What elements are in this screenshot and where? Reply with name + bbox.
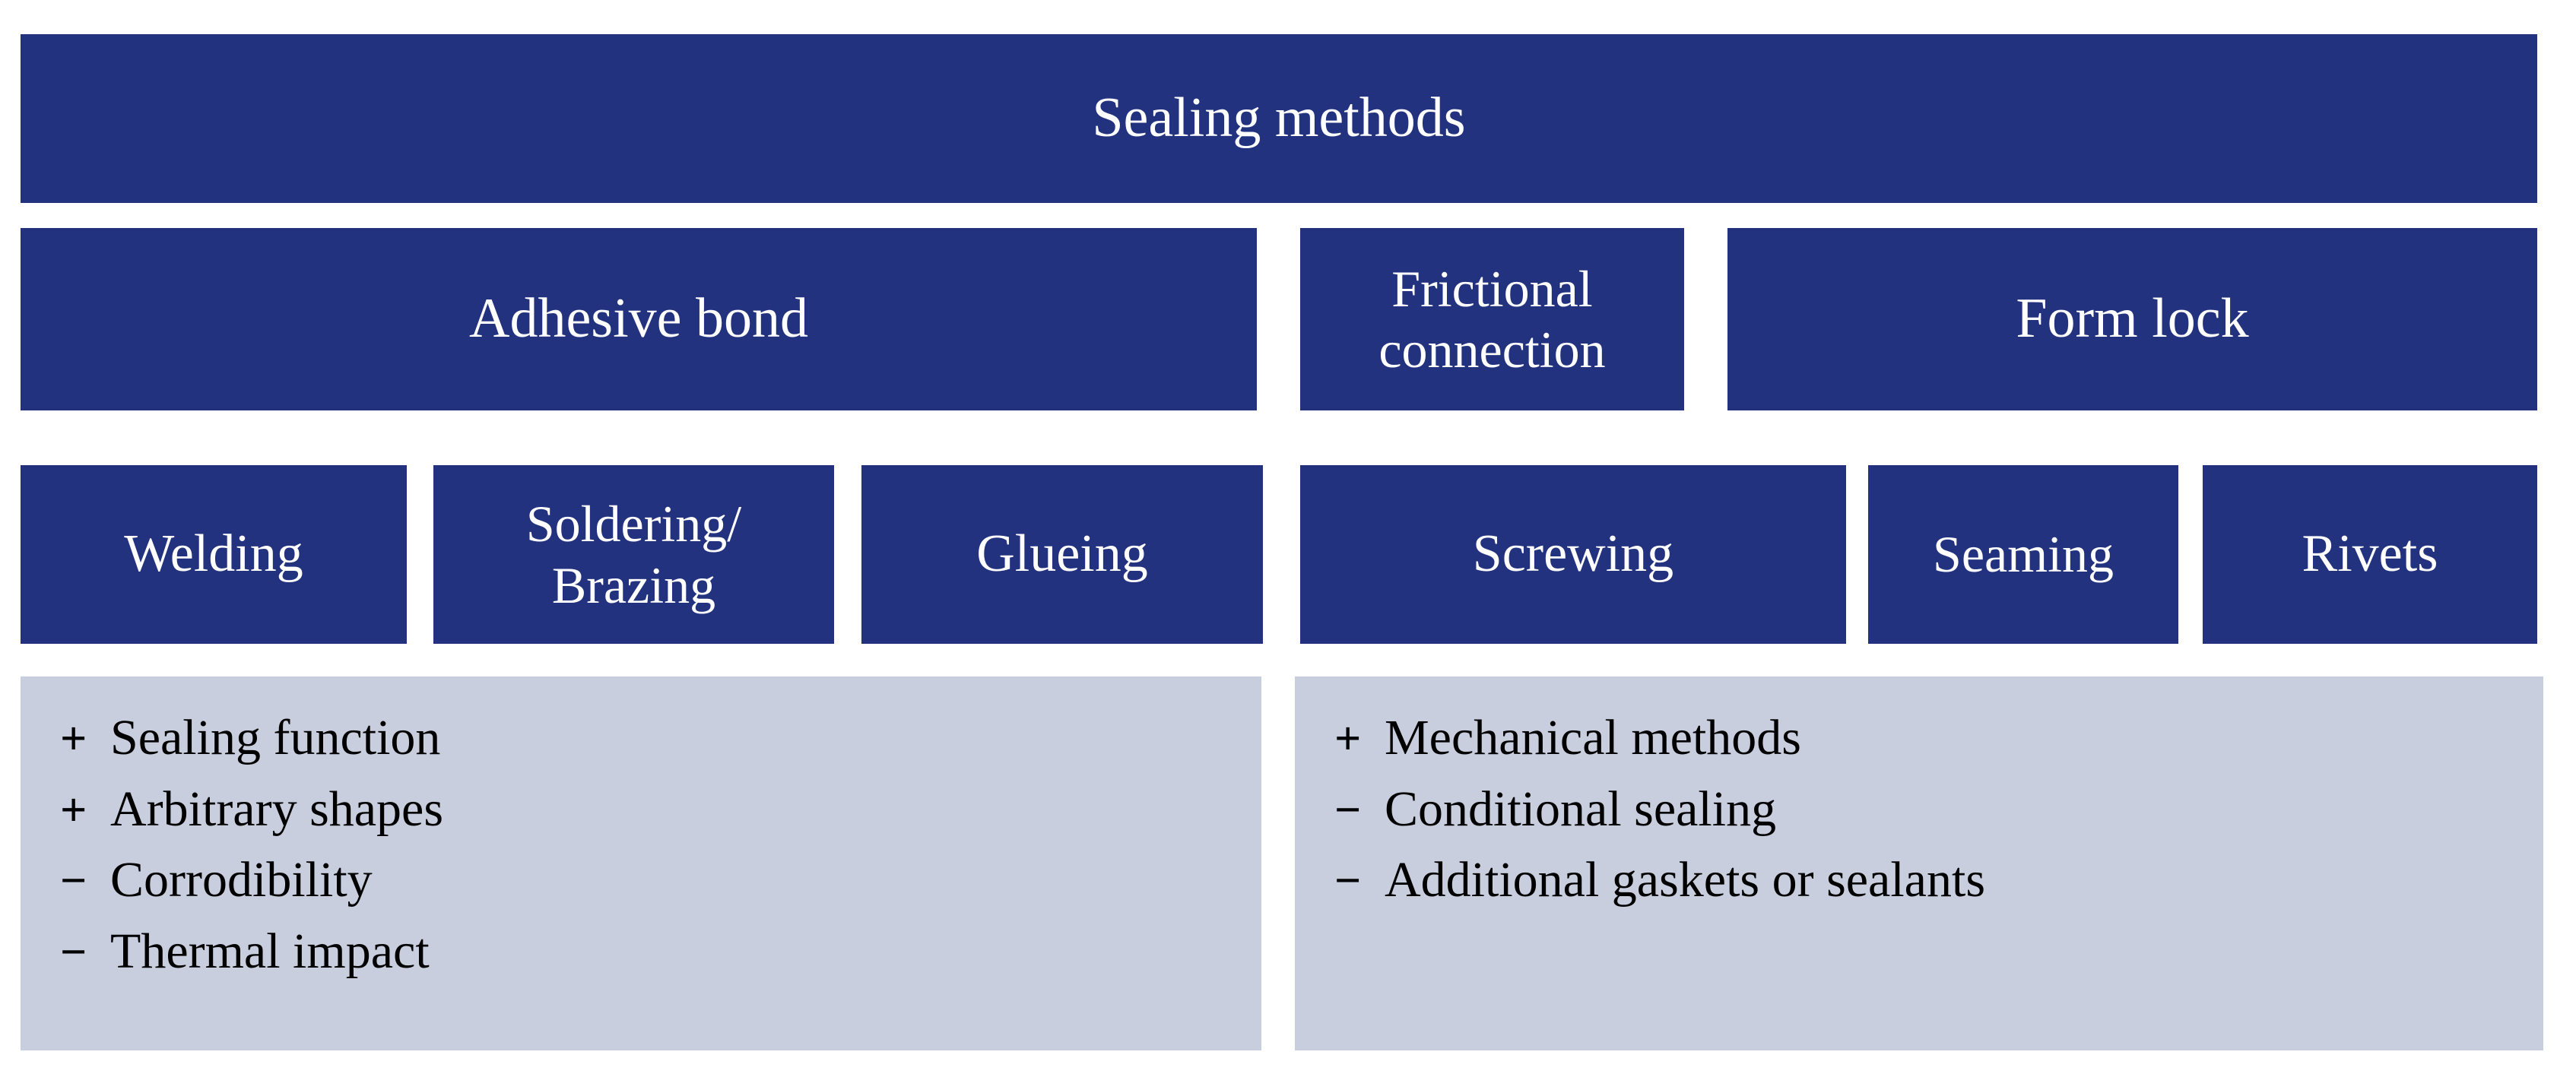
node-screwing[interactable]: Screwing <box>1300 465 1846 644</box>
property-label: Additional gaskets or sealants <box>1385 852 1986 908</box>
node-sealing-methods[interactable]: Sealing methods <box>21 34 2537 203</box>
node-label: Sealing methods <box>1092 87 1466 150</box>
property-label: Arbitrary shapes <box>110 781 444 837</box>
node-label: Seaming <box>1933 525 2114 584</box>
property-row: − Corrodibility <box>60 844 1261 916</box>
node-rivets[interactable]: Rivets <box>2203 465 2537 644</box>
property-row: − Additional gaskets or sealants <box>1334 844 2543 916</box>
property-label: Mechanical methods <box>1385 710 1801 765</box>
node-form-lock[interactable]: Form lock <box>1727 228 2537 410</box>
node-seaming[interactable]: Seaming <box>1868 465 2178 644</box>
node-label-line2: connection <box>1378 321 1606 379</box>
node-label: Adhesive bond <box>469 287 808 350</box>
property-label: Thermal impact <box>110 924 430 980</box>
node-label: Screwing <box>1472 524 1674 584</box>
panel-mechanical-properties: + Mechanical methods − Conditional seali… <box>1295 676 2543 1050</box>
property-label: Conditional sealing <box>1385 781 1777 837</box>
node-label-line2: Brazing <box>551 556 716 614</box>
node-label: Rivets <box>2302 524 2438 584</box>
plus-icon: + <box>60 784 87 836</box>
node-label: Glueing <box>976 524 1148 584</box>
property-row: + Mechanical methods <box>1334 702 2543 774</box>
node-label: Soldering/ Brazing <box>441 493 826 615</box>
plus-icon: + <box>60 713 87 765</box>
node-label-line1: Soldering/ <box>525 495 742 553</box>
property-label: Sealing function <box>110 710 441 765</box>
node-label: Frictional connection <box>1308 258 1677 380</box>
node-label-line1: Frictional <box>1391 259 1593 318</box>
property-row: − Conditional sealing <box>1334 774 2543 845</box>
panel-adhesive-bond-properties: + Sealing function + Arbitrary shapes − … <box>21 676 1261 1050</box>
node-label: Form lock <box>2016 287 2249 350</box>
node-label: Welding <box>124 524 303 584</box>
minus-icon: − <box>1334 784 1362 836</box>
node-soldering-brazing[interactable]: Soldering/ Brazing <box>433 465 834 644</box>
node-frictional-connection[interactable]: Frictional connection <box>1300 228 1684 410</box>
node-welding[interactable]: Welding <box>21 465 407 644</box>
minus-icon: − <box>60 927 87 979</box>
property-label: Corrodibility <box>110 852 373 908</box>
node-adhesive-bond[interactable]: Adhesive bond <box>21 228 1257 410</box>
minus-icon: − <box>1334 855 1362 908</box>
property-row: + Arbitrary shapes <box>60 774 1261 845</box>
minus-icon: − <box>60 855 87 908</box>
property-row: + Sealing function <box>60 702 1261 774</box>
node-glueing[interactable]: Glueing <box>861 465 1263 644</box>
plus-icon: + <box>1334 713 1362 765</box>
property-row: − Thermal impact <box>60 916 1261 987</box>
